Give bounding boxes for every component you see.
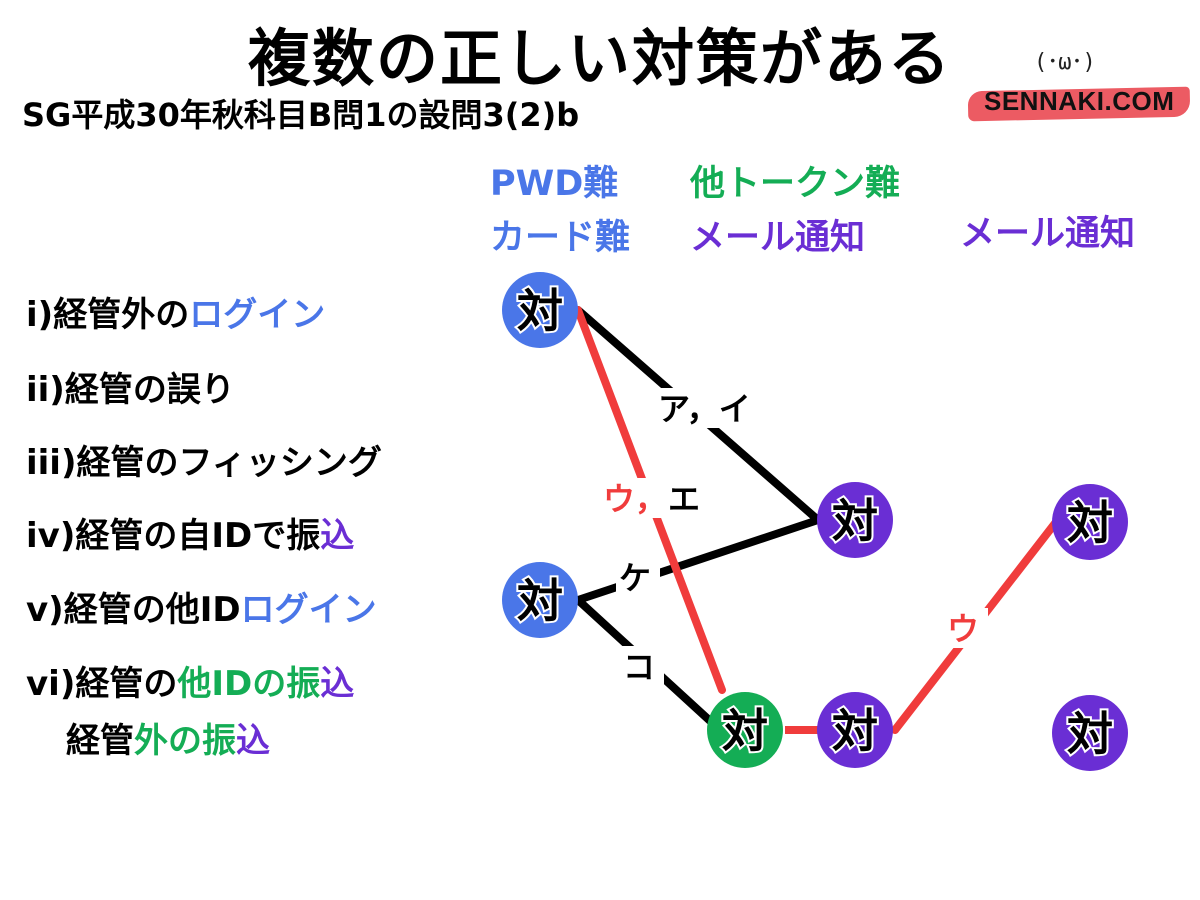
column-header-mail-notice-2: メール通知: [960, 214, 1136, 254]
node-purple-mid: 対: [817, 482, 893, 558]
threat-highlight-purple: 込: [320, 664, 355, 704]
node-label: 対: [517, 284, 563, 338]
threat-label: v)経管の他ID: [26, 590, 241, 630]
logo-face-doodle: (･ω･): [1034, 50, 1096, 75]
threat-highlight: ログイン: [240, 590, 377, 630]
column-header-card: カード難: [490, 218, 631, 258]
node-blue-1: 対: [502, 272, 578, 348]
node-label: 対: [1067, 707, 1113, 761]
node-purple-right-top: 対: [1052, 484, 1128, 560]
node-label: 対: [722, 704, 768, 758]
edge-label-bg: [655, 388, 767, 428]
node-label: 対: [517, 574, 563, 628]
edge-label-bg: [600, 478, 706, 518]
site-logo[interactable]: (･ω･) SENNAKI.COM: [967, 44, 1191, 124]
edge-label-u-first: ウ，: [603, 480, 667, 518]
node-blue-2: 対: [502, 562, 578, 638]
column-header-other-token: 他トークン難: [690, 164, 901, 204]
node-label: 対: [832, 494, 878, 548]
logo-text: SENNAKI.COM: [984, 86, 1175, 116]
edge-label-bg: [620, 646, 664, 686]
threat-row-7: 経管外の振込: [66, 713, 270, 762]
edge-label-bg: [944, 608, 988, 648]
threat-highlight: ログイン: [189, 295, 326, 335]
threat-label: 経管: [66, 721, 134, 761]
threat-highlight: 込: [320, 516, 355, 556]
subtitle: SG平成30年秋科目B問1の設問3(2)b: [22, 96, 580, 134]
edge-label-ke: ケ: [619, 559, 651, 597]
edge-label-ko: コ: [623, 648, 655, 686]
node-purple-right-bottom: 対: [1052, 695, 1128, 771]
node-label: 対: [1067, 496, 1113, 550]
page-title: 複数の正しい対策がある: [247, 22, 952, 95]
column-header-mail-notice-1: メール通知: [690, 218, 866, 258]
threat-highlight-purple: 込: [236, 721, 270, 761]
threat-label: vi)経管の: [26, 664, 178, 704]
edge-label-ai: ア，イ: [658, 390, 751, 428]
threat-row-2: ii)経管の誤り: [26, 362, 235, 411]
node-label: 対: [832, 704, 878, 758]
edge-label-bg: [616, 557, 660, 597]
threat-row-6: vi)経管の他IDの振込: [26, 656, 354, 705]
threat-label: i)経管外の: [26, 295, 190, 335]
threat-label: ii)経管の誤り: [26, 370, 235, 410]
edge-ke: [574, 516, 822, 604]
threat-row-3: iii)経管のフィッシング: [26, 435, 382, 484]
node-purple-bottom: 対: [817, 692, 893, 768]
threat-highlight-green: 他IDの振: [177, 664, 321, 704]
threat-label: iv)経管の自IDで振: [26, 516, 321, 556]
threat-highlight-green: 外の振: [134, 721, 236, 761]
node-green: 対: [707, 692, 783, 768]
column-header-pwd: PWD難: [490, 164, 619, 204]
threat-label: iii)経管のフィッシング: [26, 443, 382, 483]
edge-label-u: ウ: [947, 610, 979, 648]
threat-row-5: v)経管の他IDログイン: [26, 582, 377, 631]
threat-row-4: iv)経管の自IDで振込: [26, 508, 354, 557]
edge-label-e: エ: [668, 480, 700, 518]
threat-row-1: i)経管外のログイン: [26, 287, 325, 336]
